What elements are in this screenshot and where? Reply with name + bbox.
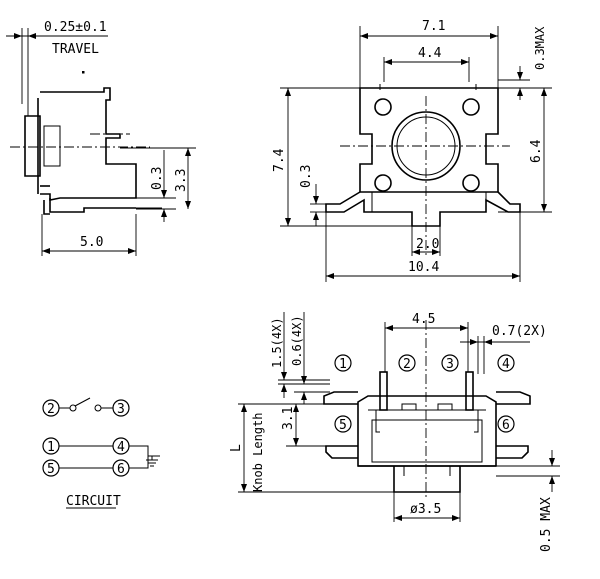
top-dim-inner: 4.4 xyxy=(418,46,442,61)
circuit-row2-left: 5 xyxy=(47,462,55,477)
front-dim-pitch: 4.5 xyxy=(412,312,435,327)
pin-5: 5 xyxy=(339,418,347,433)
top-dim-total: 10.4 xyxy=(408,260,439,275)
circuit-row2-right: 6 xyxy=(117,462,125,477)
top-dim-right: 6.4 xyxy=(529,139,544,163)
travel-value: 0.25±0.1 xyxy=(44,20,107,35)
circuit-title: CIRCUIT xyxy=(66,494,121,509)
front-label-knob: Knob Length xyxy=(251,413,265,492)
front-dim-knob: ø3.5 xyxy=(410,502,441,517)
front-dim-c: 3.1 xyxy=(281,407,296,430)
side-dim-h2: 3.3 xyxy=(174,169,189,192)
front-dim-bottom: 0.5 MAX xyxy=(539,497,554,552)
pin-6: 6 xyxy=(502,418,510,433)
pin-2: 2 xyxy=(403,357,411,372)
circuit-switch-right: 3 xyxy=(117,402,125,417)
top-dim-max: 0.3MAX xyxy=(533,26,547,70)
travel-label: TRAVEL xyxy=(52,42,99,57)
top-dim-height: 7.4 xyxy=(272,148,287,172)
top-dim-outer: 7.1 xyxy=(422,19,445,34)
pin-4: 4 xyxy=(502,357,510,372)
front-dim-b: 0.6(4X) xyxy=(290,315,304,366)
side-dim-width: 5.0 xyxy=(80,235,103,250)
circuit-row1-left: 1 xyxy=(47,440,55,455)
side-dim-h1: 0.3 xyxy=(150,167,165,190)
circuit-diagram: 2 3 1 4 5 6 CIRCUIT xyxy=(42,397,160,509)
circuit-switch-left: 2 xyxy=(47,402,55,417)
top-dim-pin: 0.3 xyxy=(299,165,314,188)
pin-1: 1 xyxy=(339,357,347,372)
top-dim-tab: 2.0 xyxy=(416,237,439,252)
side-view: 0.25±0.1 TRAVEL 0.3 3.3 xyxy=(6,20,196,256)
front-label-l: L xyxy=(229,444,244,452)
front-view: 4.5 0.7(2X) 1 2 3 4 5 6 xyxy=(229,312,560,552)
circuit-row1-right: 4 xyxy=(117,440,125,455)
front-dim-a: 1.5(4X) xyxy=(270,317,284,368)
ground-icon xyxy=(146,456,158,467)
front-dim-pin-width: 0.7(2X) xyxy=(492,324,547,339)
pin-3: 3 xyxy=(446,357,454,372)
top-view: 7.1 4.4 6.4 0.3MAX xyxy=(272,19,552,282)
